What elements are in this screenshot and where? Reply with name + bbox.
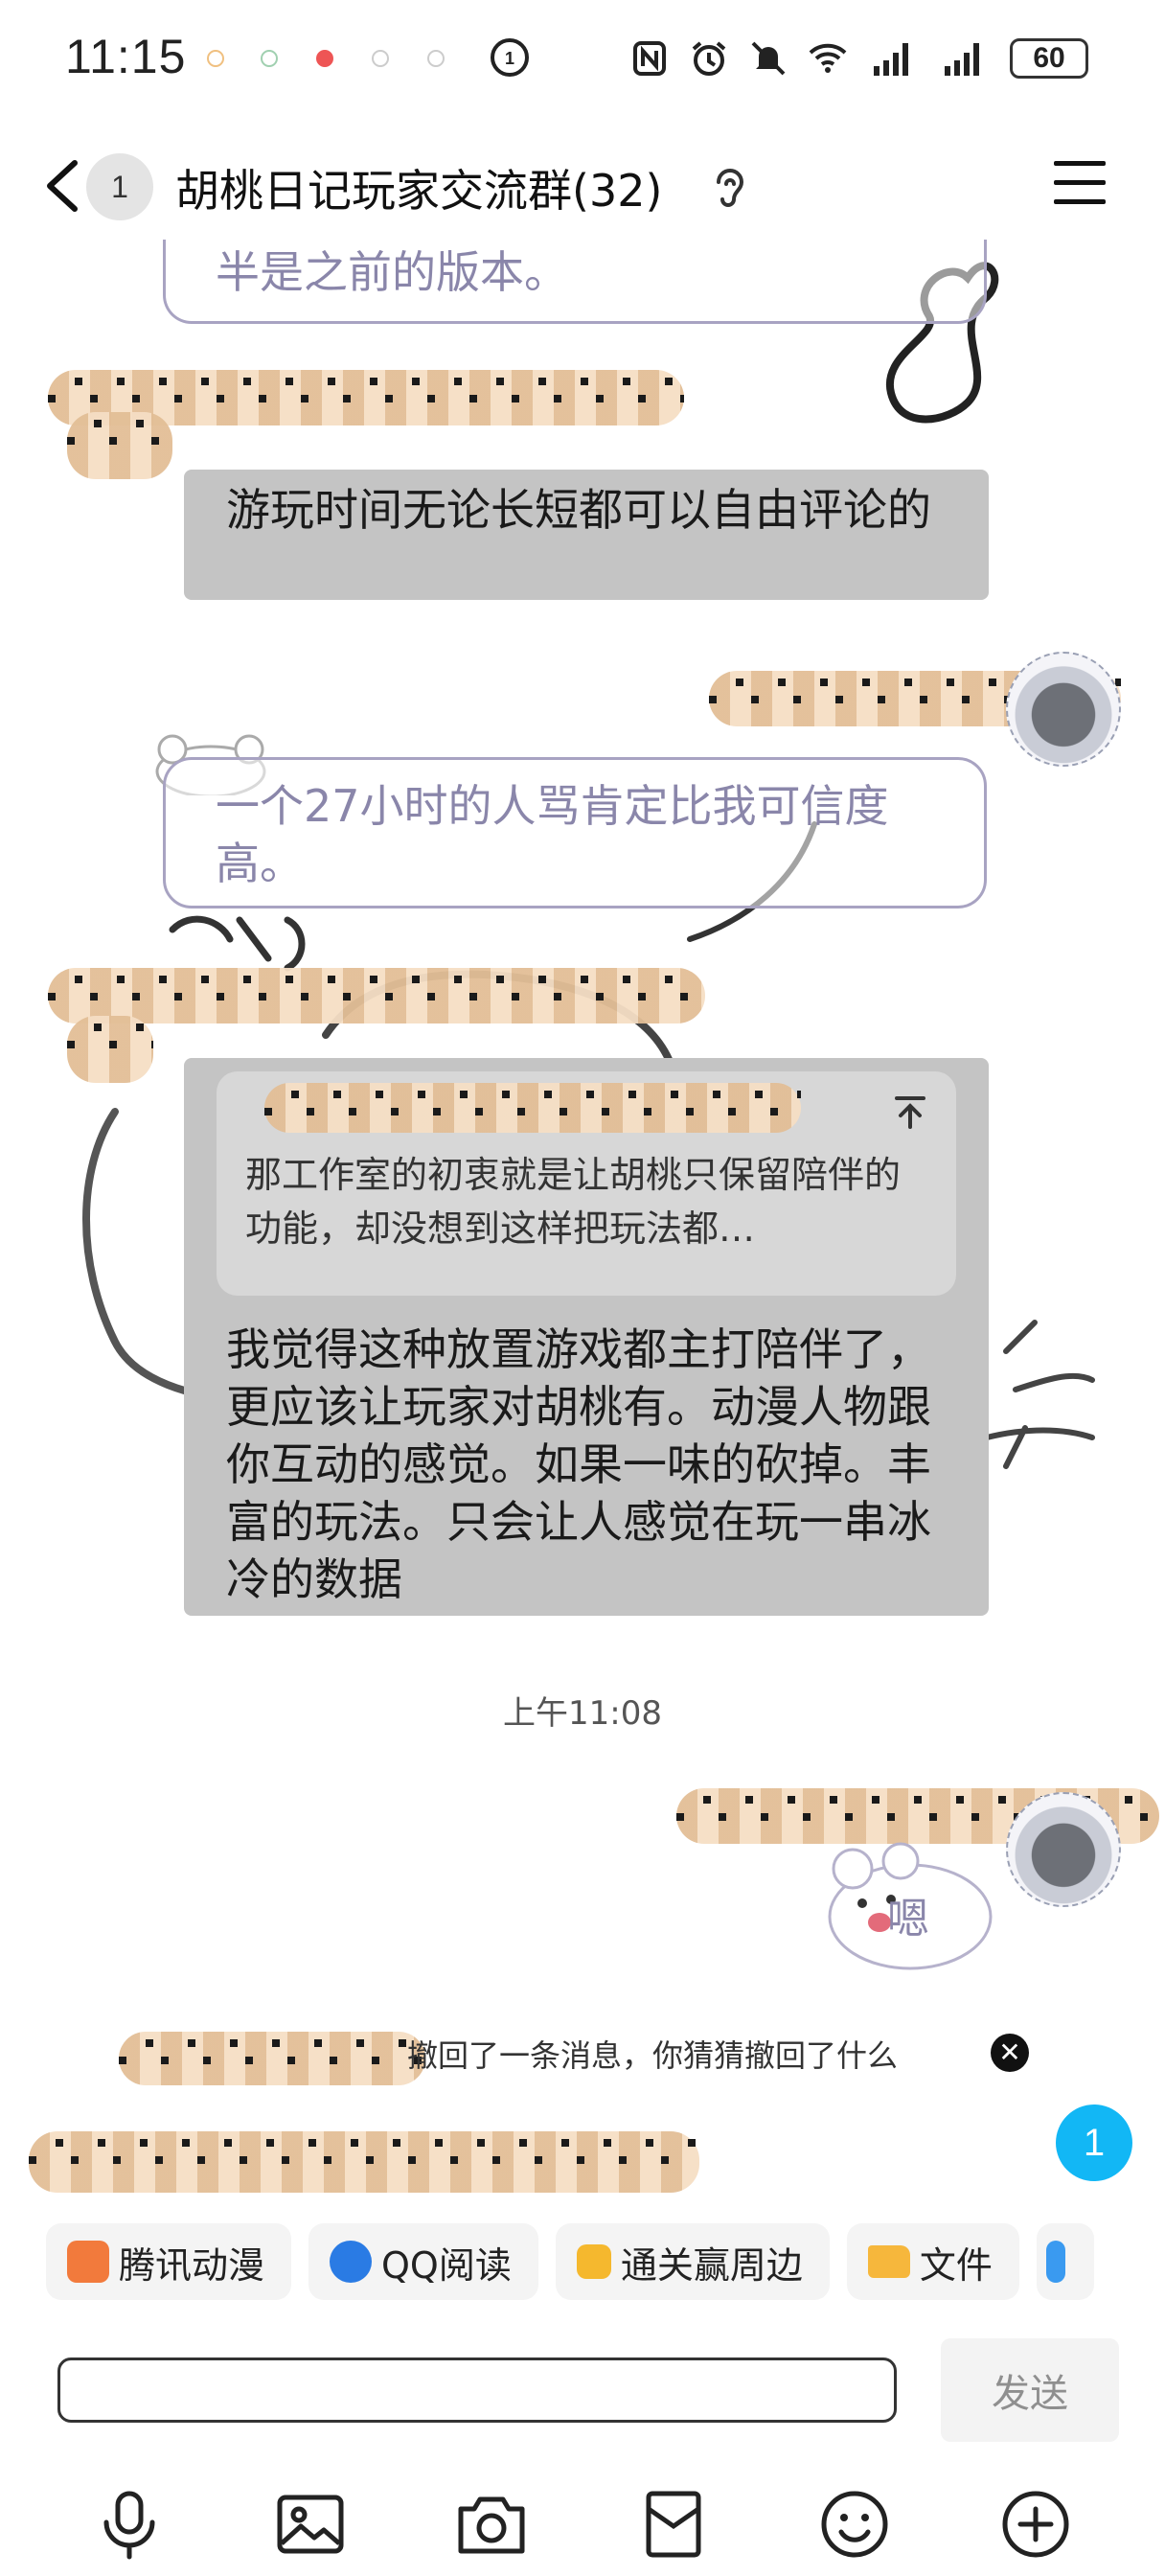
red-packet-icon[interactable] bbox=[635, 2486, 712, 2563]
message-text: 半是之前的版本。 bbox=[216, 246, 568, 298]
svg-text:1: 1 bbox=[505, 49, 514, 68]
plus-icon[interactable] bbox=[997, 2486, 1074, 2563]
quoted-message[interactable]: 那工作室的初衷就是让胡桃只保留陪伴的功能，却没想到这样把玩法都… bbox=[217, 1071, 956, 1296]
shortcut-tencent-comic[interactable]: 腾讯动漫 bbox=[46, 2223, 292, 2300]
message-text: 我觉得这种放置游戏都主打陪伴了，更应该让玩家对胡桃有。动漫人物跟你互动的感觉。如… bbox=[226, 1323, 931, 1605]
recall-notice: 撤回了一条消息，你猜猜撤回了什么 bbox=[407, 2037, 899, 2074]
status-icons: 60 bbox=[630, 34, 1088, 82]
image-icon[interactable] bbox=[272, 2486, 349, 2563]
nfc-icon bbox=[633, 41, 666, 76]
alarm-icon bbox=[692, 41, 726, 76]
app-icon bbox=[1045, 2241, 1065, 2283]
clock: 11:15 bbox=[65, 30, 187, 83]
wifi-icon bbox=[809, 43, 847, 73]
back-icon[interactable] bbox=[38, 157, 86, 215]
new-message-badge[interactable]: 1 bbox=[1056, 2104, 1132, 2181]
sender-name-redacted bbox=[29, 2131, 699, 2193]
emoji-icon[interactable] bbox=[816, 2486, 893, 2563]
close-icon[interactable]: ✕ bbox=[991, 2034, 1029, 2072]
notification-icon bbox=[207, 50, 224, 67]
message-bubble[interactable]: 一个27小时的人骂肯定比我可信度高。 bbox=[163, 757, 987, 908]
shortcut-label: 通关赢周边 bbox=[620, 2243, 803, 2287]
battery-indicator: 60 bbox=[1010, 38, 1088, 79]
quoted-text: 那工作室的初衷就是让胡桃只保留陪伴的功能，却没想到这样把玩法都… bbox=[245, 1154, 902, 1250]
camera-icon[interactable] bbox=[453, 2486, 530, 2563]
data-saver-icon: 1 bbox=[491, 38, 529, 77]
notification-icon bbox=[261, 50, 278, 67]
ear-icon[interactable] bbox=[711, 165, 749, 213]
signal-icon bbox=[874, 43, 908, 76]
shortcut-file[interactable]: 文件 bbox=[846, 2223, 1019, 2300]
shortcut-gift[interactable]: 通关赢周边 bbox=[555, 2223, 830, 2300]
mute-icon bbox=[751, 41, 786, 76]
microphone-icon[interactable] bbox=[91, 2486, 168, 2563]
sender-name-redacted bbox=[119, 2032, 425, 2085]
bottom-toolbar bbox=[0, 2472, 1165, 2576]
sender-name-redacted bbox=[48, 968, 705, 1024]
sender-avatar-redacted[interactable] bbox=[67, 1016, 153, 1083]
message-input[interactable] bbox=[57, 2358, 897, 2423]
shortcut-label: 腾讯动漫 bbox=[119, 2243, 265, 2287]
input-row: 发送 bbox=[0, 2338, 1165, 2444]
message-text[interactable]: 嗯 bbox=[887, 1895, 929, 1944]
shortcut-bar: 腾讯动漫 QQ阅读 通关赢周边 文件 bbox=[0, 2223, 1165, 2319]
shortcut-more[interactable] bbox=[1036, 2223, 1094, 2300]
signal-icon bbox=[945, 43, 979, 76]
collapse-quote-icon[interactable] bbox=[891, 1092, 929, 1131]
message-text: 游玩时间无论长短都可以自由评论的 bbox=[226, 484, 931, 536]
avatar[interactable] bbox=[1006, 652, 1121, 767]
notification-icon bbox=[427, 50, 445, 67]
menu-icon[interactable] bbox=[1054, 161, 1106, 209]
group-title[interactable]: 胡桃日记玩家交流群(32) bbox=[175, 165, 663, 217]
message-bubble[interactable]: 半是之前的版本。 bbox=[163, 240, 987, 324]
unread-badge[interactable]: 1 bbox=[86, 153, 153, 220]
qq-reading-icon bbox=[330, 2241, 373, 2283]
shortcut-qq-reading[interactable]: QQ阅读 bbox=[308, 2223, 538, 2300]
send-button[interactable]: 发送 bbox=[941, 2338, 1119, 2442]
reply-message-bubble[interactable]: 那工作室的初衷就是让胡桃只保留陪伴的功能，却没想到这样把玩法都… 我觉得这种放置… bbox=[184, 1058, 989, 1616]
notification-icon bbox=[316, 50, 333, 67]
notification-icon bbox=[372, 50, 389, 67]
gift-icon bbox=[576, 2244, 611, 2279]
time-separator: 上午11:08 bbox=[503, 1694, 662, 1733]
sender-avatar-redacted[interactable] bbox=[67, 412, 172, 479]
status-bar: 11:15 1 60 bbox=[0, 0, 1165, 125]
message-text: 一个27小时的人骂肯定比我可信度高。 bbox=[216, 780, 889, 889]
quoted-sender-redacted bbox=[264, 1083, 801, 1133]
shortcut-label: 文件 bbox=[919, 2243, 993, 2287]
avatar[interactable] bbox=[1006, 1792, 1121, 1907]
shortcut-label: QQ阅读 bbox=[381, 2243, 512, 2287]
bear-sticker-icon[interactable] bbox=[824, 1840, 996, 1974]
tencent-comic-icon bbox=[67, 2241, 109, 2283]
message-bubble[interactable]: 游玩时间无论长短都可以自由评论的 bbox=[184, 470, 989, 600]
folder-icon bbox=[867, 2245, 910, 2278]
